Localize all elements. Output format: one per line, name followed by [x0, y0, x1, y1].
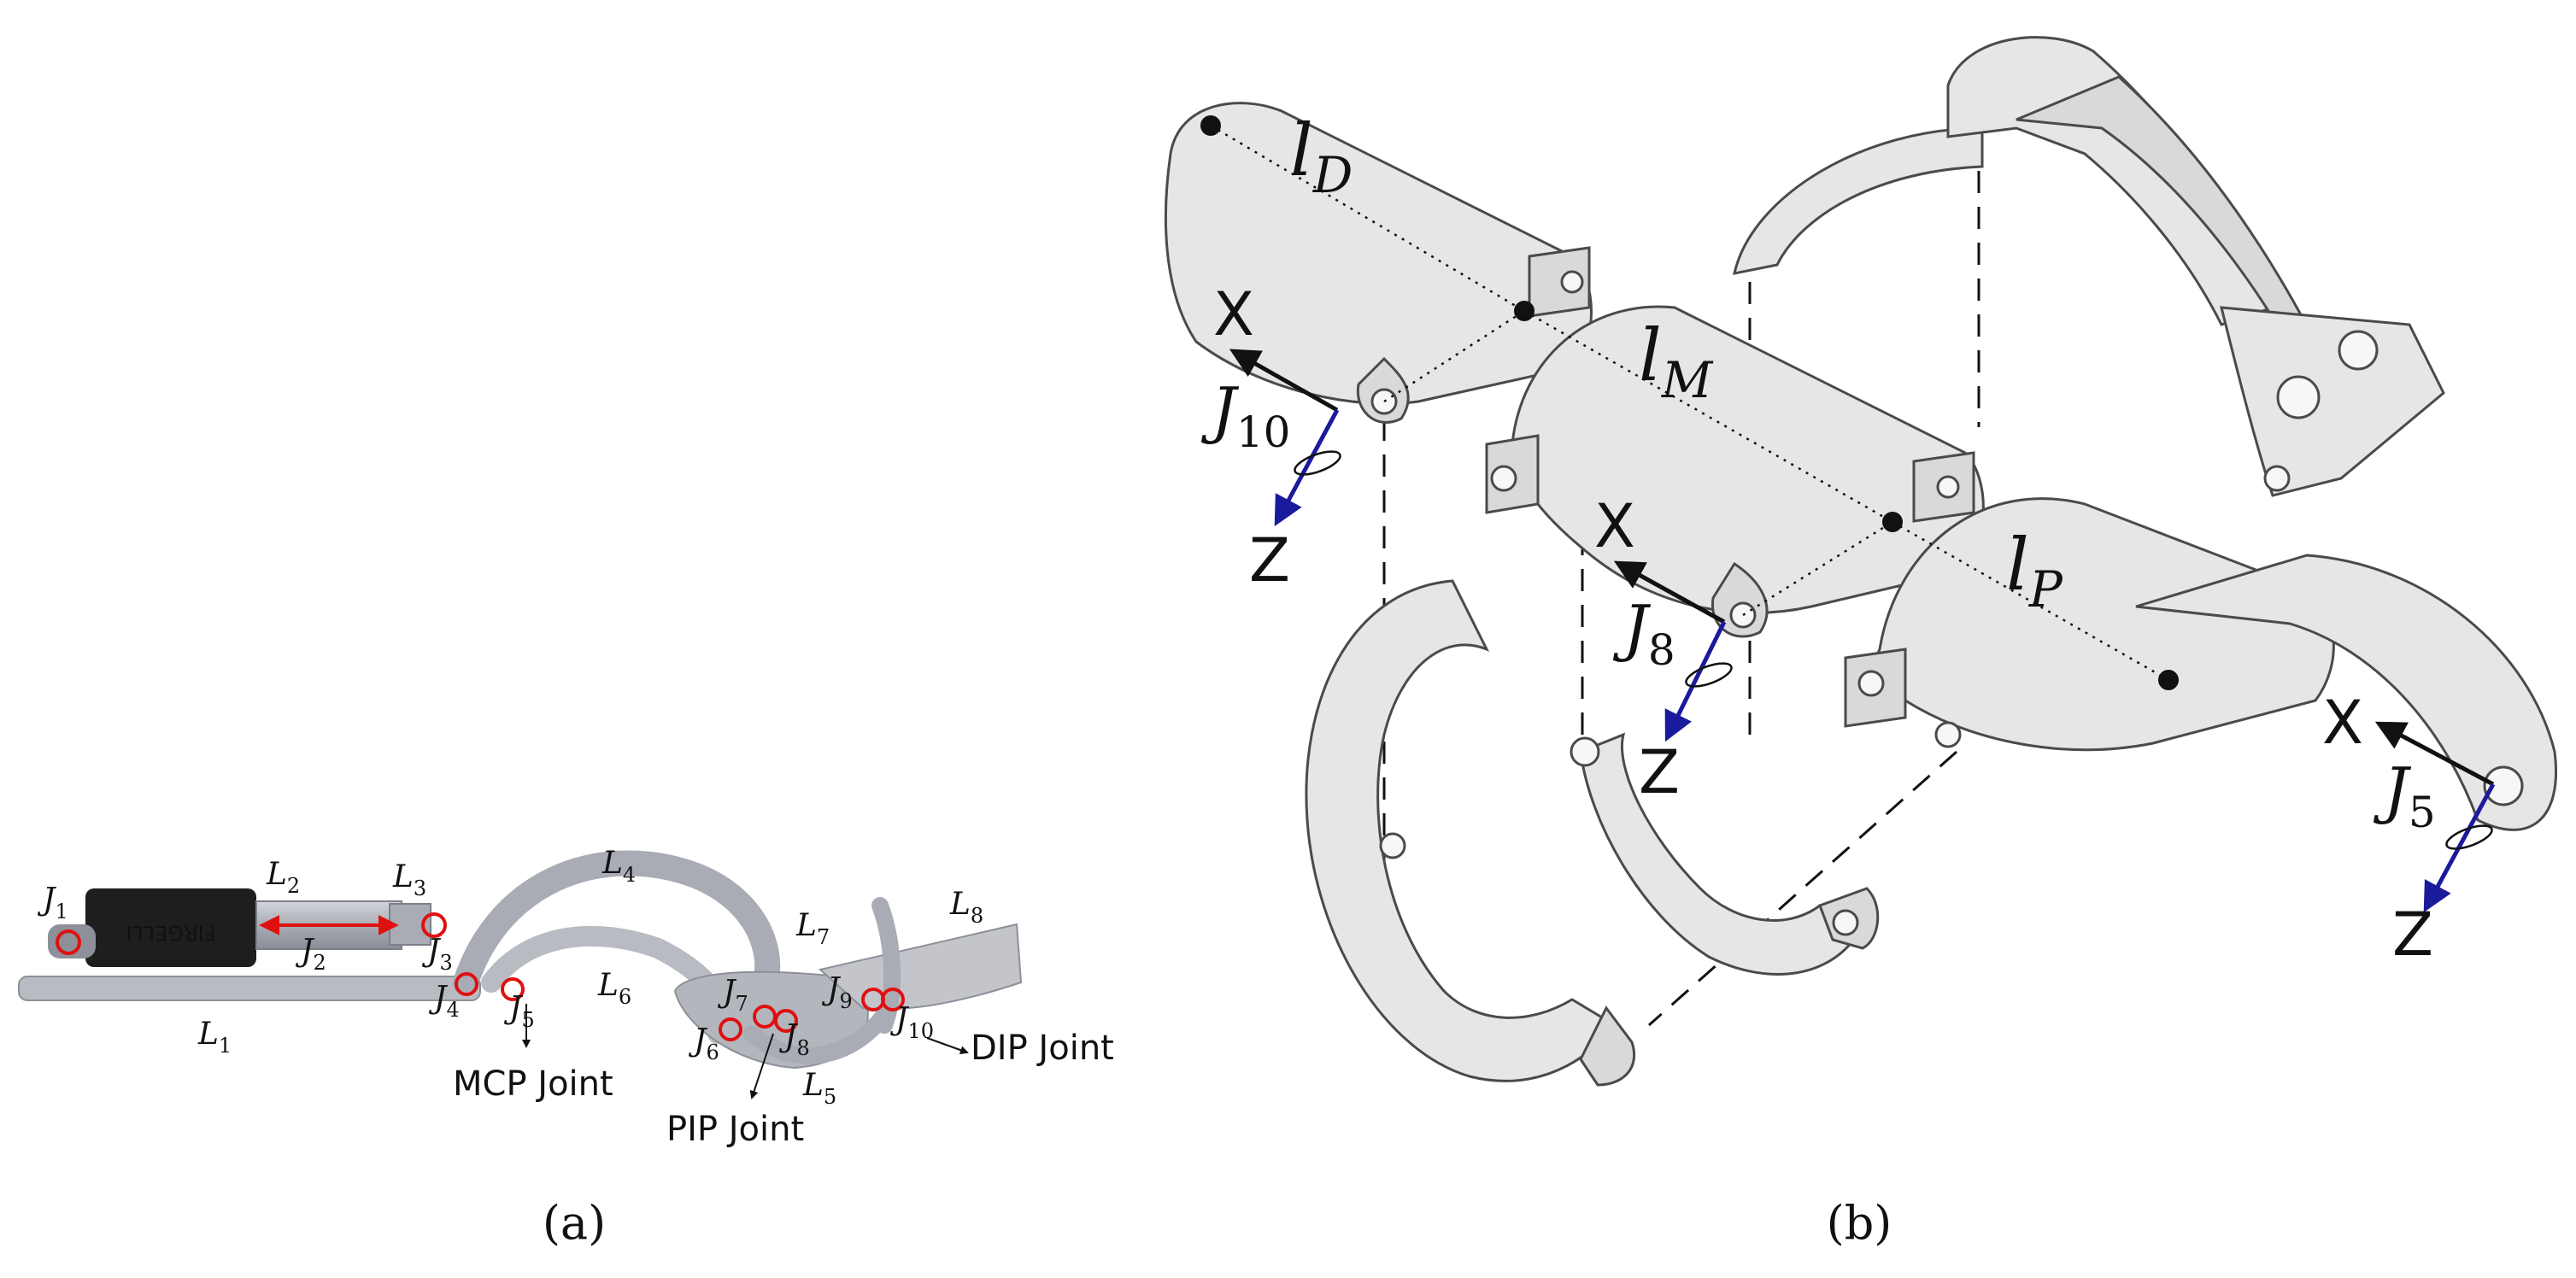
joint-j1-marker: [56, 929, 81, 955]
joint-j3-marker: [421, 912, 447, 938]
pip-joint-label: PIP Joint: [666, 1110, 804, 1149]
length-lm-line: [1523, 309, 1893, 524]
label-l1: L1: [197, 1017, 232, 1058]
lower-ring: [1305, 579, 1617, 1082]
length-lp-line: [1892, 520, 2169, 682]
chain-node: [1882, 512, 1903, 532]
label-ld: lD: [1290, 108, 1353, 204]
frame-j10-joint-label: J10: [1200, 374, 1291, 457]
frame-j10-z-label: Z: [1249, 525, 1290, 595]
label-l7: L7: [795, 908, 830, 949]
joint-j4-marker: [455, 972, 478, 996]
frame-j8-z-label: Z: [1639, 737, 1680, 807]
chain-node: [2158, 670, 2179, 690]
panel-a: FIRGELLI J1 J2 J3 J4 J5 J6 J7 J8: [18, 846, 1114, 1250]
frame-j10-x-label: X: [1213, 279, 1254, 349]
distal-phalanx-shell: [1164, 102, 1593, 405]
frame-j8-x-label: X: [1594, 491, 1635, 561]
joint-j6-marker: [719, 1017, 742, 1041]
label-l3: L3: [392, 859, 426, 900]
label-l4: L4: [601, 846, 636, 887]
frame-j5-z-label: Z: [2392, 900, 2433, 970]
chain-node: [1200, 115, 1221, 136]
label-lm: lM: [1639, 314, 1714, 409]
panel-a-caption: (a): [543, 1196, 606, 1250]
upper-clamp: [1733, 126, 1984, 275]
link-l1-bar: [18, 976, 481, 1001]
dip-joint-label: DIP Joint: [971, 1029, 1114, 1068]
length-ld-line: [1210, 124, 1525, 313]
label-lp: lP: [2006, 523, 2063, 618]
frame-j8: X Z J8: [1594, 491, 1733, 807]
actuator-body: [85, 888, 256, 967]
label-l2: L2: [266, 857, 300, 898]
panel-b: lD lM lP X Z J10 X Z J8 X Z J5: [1164, 36, 2557, 1250]
mcp-joint-label: MCP Joint: [453, 1064, 613, 1104]
label-l5: L5: [802, 1068, 836, 1109]
label-l8: L8: [949, 887, 983, 928]
proximal-phalanx-shell: [1875, 497, 2335, 752]
frame-j5-joint-label: J5: [2373, 754, 2436, 837]
label-l6: L6: [597, 968, 631, 1009]
chain-node: [1514, 301, 1534, 321]
actuator-brand: FIRGELLI: [126, 921, 215, 945]
panel-b-caption: (b): [1827, 1196, 1892, 1250]
joint-j10-marker: [881, 988, 905, 1011]
joint-j5-marker: [501, 977, 525, 1001]
label-j1: J1: [37, 882, 68, 923]
middle-ring: [1579, 732, 1857, 976]
frame-j5-x-label: X: [2322, 688, 2363, 758]
joint-j8-marker: [774, 1009, 798, 1033]
frame-j8-joint-label: J8: [1612, 592, 1675, 675]
